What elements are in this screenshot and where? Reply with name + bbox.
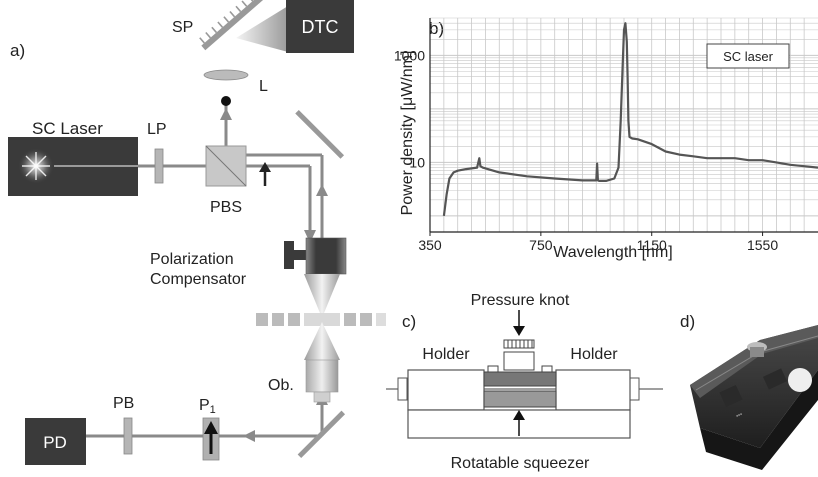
sc-laser-label: SC Laser [32,119,103,138]
panel-b: b) 350 750 1150 1550 10 1000 SC laser Wavelen… [394,17,818,261]
lp-label: LP [147,121,167,138]
polarizing-beamsplitter-pb [123,417,133,455]
pol-comp-label-line2: Compensator [150,271,247,288]
p1-arrow-icon [204,421,218,434]
squeezer-top [483,371,557,387]
holder-right-label: Holder [570,346,618,363]
objective-label: Ob. [268,377,294,394]
device-photo: ▪▪▪ [690,325,818,470]
panel-c: c) Pressure knot Holder Holder Rotatable [386,292,663,472]
y-tick-label: 10 [409,154,425,170]
pd-label: PD [43,433,67,452]
x-tick-label: 1150 [637,237,667,253]
photodiode-box [25,418,86,465]
sp-label: SP [172,19,193,36]
pol-comp-label-line1: Polarization [150,251,234,268]
y-axis-label: Power density [μW/nm] [399,51,416,216]
knob-cap [503,339,535,349]
left-clamp [397,377,408,401]
pressure-knot-label: Pressure knot [471,292,570,309]
rotatable-squeezer-label: Rotatable squeezer [451,455,590,472]
device-roller-icon [788,368,812,392]
fiber-segment [256,313,386,326]
pb-label: PB [113,395,134,412]
squeezer-arrow-icon [513,410,525,420]
panel-d-label: d) [680,312,695,331]
mirror-bottom [297,410,346,459]
dispersed-light-cone [236,6,288,52]
lens [203,69,249,81]
pbs-label: PBS [210,199,242,216]
mirror-top [295,109,345,159]
p1-label: P1 [199,397,216,416]
rotatable-squeezer [483,390,557,408]
legend-entry: SC laser [723,49,774,64]
compensator-knob [284,241,294,269]
spectrometer-grating [199,0,265,51]
pressure-arrow-icon [513,326,525,336]
panel-a: a) SC Laser LP [8,0,386,465]
pinhole-dot [221,96,231,106]
x-axis-label: Wavelength [nm] [553,244,672,261]
svg-text:▪▪▪: ▪▪▪ [735,412,743,420]
focus-cone-upper [304,274,340,318]
x-tick-label: 350 [418,237,442,253]
holder-right [555,369,631,411]
detector-box [286,0,354,53]
panel-b-label: b) [429,19,444,38]
series-line-sc-laser [442,22,818,217]
y-tick-label: 1000 [394,47,425,63]
x-tick-label: 750 [529,237,553,253]
objective-lens [305,359,339,393]
legend-box [706,43,790,69]
knob-body [503,351,535,371]
holder-left-label: Holder [422,346,470,363]
dtc-label: DTC [302,17,339,37]
holder-left [407,369,485,411]
lens-label: L [259,78,268,95]
right-clamp [629,377,640,401]
panel-d: d) ▪▪▪ [680,312,818,470]
polarization-arrow-icon [259,162,271,172]
focus-cone-lower [304,322,340,360]
polarization-compensator [305,237,347,275]
panel-a-label: a) [10,41,25,60]
panel-c-label: c) [402,312,416,331]
x-tick-label: 1550 [747,237,778,253]
linear-polarizer [154,148,164,184]
